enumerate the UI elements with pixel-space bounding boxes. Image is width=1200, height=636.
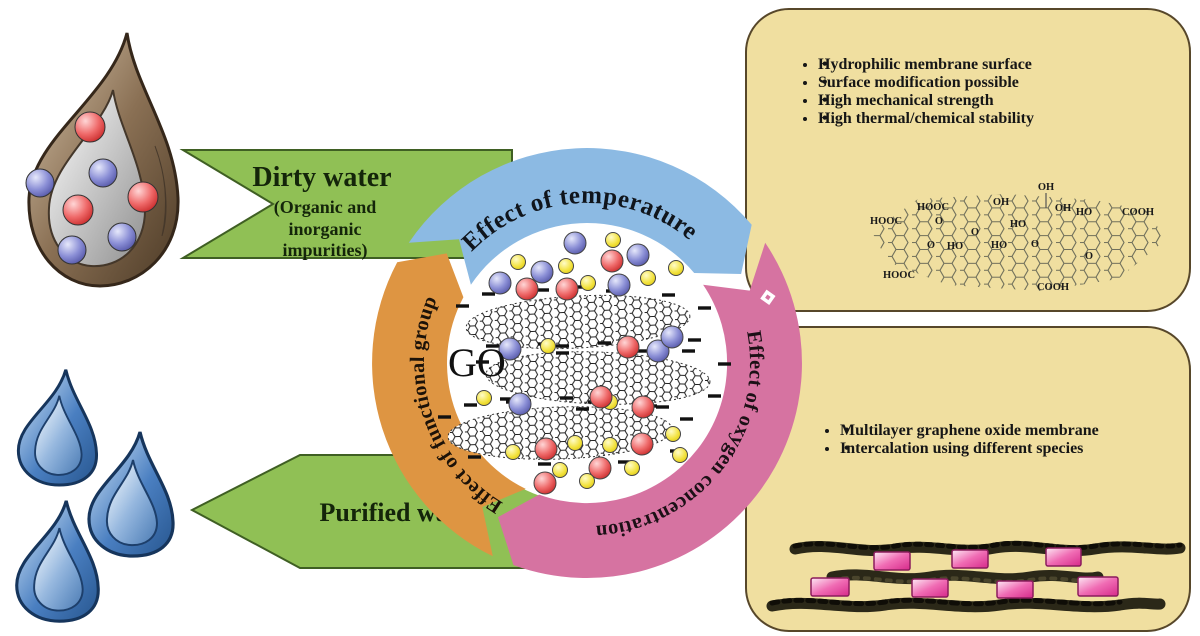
ion-sphere xyxy=(510,254,526,270)
ion-sphere xyxy=(558,258,574,274)
ion-sphere xyxy=(624,460,640,476)
bullet-text: High thermal/chemical stability xyxy=(818,110,1034,127)
ion-sphere xyxy=(646,339,670,363)
cycle-center-disc xyxy=(446,222,728,504)
purified-water-droplets xyxy=(15,369,175,623)
bullet-text: Multilayer graphene oxide membrane xyxy=(840,422,1099,439)
dirty-water-arrow: Dirty water (Organic and inorganic impur… xyxy=(179,149,513,261)
svg-text:Effect of functional group: Effect of functional group xyxy=(407,293,506,517)
ion-sphere xyxy=(476,390,492,406)
bullet-text: High mechanical strength xyxy=(818,92,994,109)
membrane-bullet-list: Multilayer graphene oxide membrane Inter… xyxy=(800,422,1190,458)
ion-sphere xyxy=(515,277,539,301)
bullet-text: Intercalation using different species xyxy=(840,440,1084,457)
ion-sphere xyxy=(534,437,558,461)
ion-sphere xyxy=(563,231,587,255)
ion-sphere xyxy=(626,243,650,267)
ion-sphere xyxy=(580,275,596,291)
impurity-particles xyxy=(25,111,159,265)
go-label: GO xyxy=(448,340,506,385)
ion-sphere xyxy=(672,447,688,463)
bullet-text: Surface modification possible xyxy=(818,74,1019,91)
ion-sphere xyxy=(589,385,613,409)
list-item: High mechanical strength xyxy=(818,92,1178,110)
ion-sphere xyxy=(588,456,612,480)
dirty-water-droplet xyxy=(25,32,180,288)
ion-sphere xyxy=(488,271,512,295)
water-droplet xyxy=(15,500,100,623)
ion-sphere xyxy=(640,270,656,286)
segment-temperature xyxy=(408,148,752,285)
go-membrane-illustration: GO xyxy=(438,231,731,495)
list-item: Multilayer graphene oxide membrane xyxy=(840,422,1190,440)
list-item: Surface modification possible xyxy=(818,74,1178,92)
dirty-water-label: Dirty water xyxy=(252,162,391,193)
membrane-box xyxy=(745,326,1191,632)
dirty-water-subtitle-line: inorganic xyxy=(288,219,361,239)
segment-temperature-label: Effect of temperature xyxy=(457,182,703,257)
ion-sphere xyxy=(607,273,631,297)
svg-text:Effect of oxygen concentration: Effect of oxygen concentration xyxy=(595,329,767,543)
ion-spheres xyxy=(476,231,688,495)
water-droplet xyxy=(87,431,175,558)
purified-water-arrow: Purified water xyxy=(189,454,601,569)
segment-functional-group-label: Effect of functional group xyxy=(407,293,506,517)
ion-sphere xyxy=(665,426,681,442)
go-properties-box xyxy=(745,8,1191,312)
ion-sphere xyxy=(660,325,684,349)
list-item: High thermal/chemical stability xyxy=(818,110,1178,128)
ion-sphere xyxy=(498,337,522,361)
dirty-water-subtitle-line: (Organic and xyxy=(274,197,377,218)
flake-edge-marks xyxy=(438,285,731,466)
ion-sphere xyxy=(530,260,554,284)
segment-functional-group xyxy=(372,253,526,557)
ion-sphere xyxy=(555,277,579,301)
segment-oxygen-label: Effect of oxygen concentration xyxy=(595,329,767,543)
go-flake xyxy=(447,406,673,460)
ion-sphere xyxy=(579,473,595,489)
ion-sphere xyxy=(505,444,521,460)
ion-sphere xyxy=(602,437,618,453)
go-flake xyxy=(485,351,711,405)
ion-sphere xyxy=(668,260,684,276)
purified-water-label: Purified water xyxy=(319,498,480,527)
ion-sphere xyxy=(533,471,557,495)
ion-sphere xyxy=(552,462,568,478)
water-droplet xyxy=(16,369,98,487)
go-properties-bullet-list: Hydrophilic membrane surface Surface mod… xyxy=(778,56,1178,128)
ion-sphere xyxy=(616,335,640,359)
ion-sphere xyxy=(600,249,624,273)
ion-sphere xyxy=(630,432,654,456)
list-item: Intercalation using different species xyxy=(840,440,1190,458)
dirty-water-subtitle-line: impurities) xyxy=(283,240,368,261)
ion-sphere xyxy=(631,395,655,419)
ion-sphere xyxy=(540,338,556,354)
svg-text:Effect of temperature: Effect of temperature xyxy=(457,182,703,257)
go-flake xyxy=(465,294,691,350)
ion-sphere xyxy=(508,392,532,416)
ion-sphere xyxy=(567,435,583,451)
ion-sphere xyxy=(602,394,618,410)
bullet-text: Hydrophilic membrane surface xyxy=(818,56,1032,73)
ion-sphere xyxy=(605,232,621,248)
list-item: Hydrophilic membrane surface xyxy=(818,56,1178,74)
cycle-ring: Effect of temperature Effect of oxygen c… xyxy=(372,148,802,579)
